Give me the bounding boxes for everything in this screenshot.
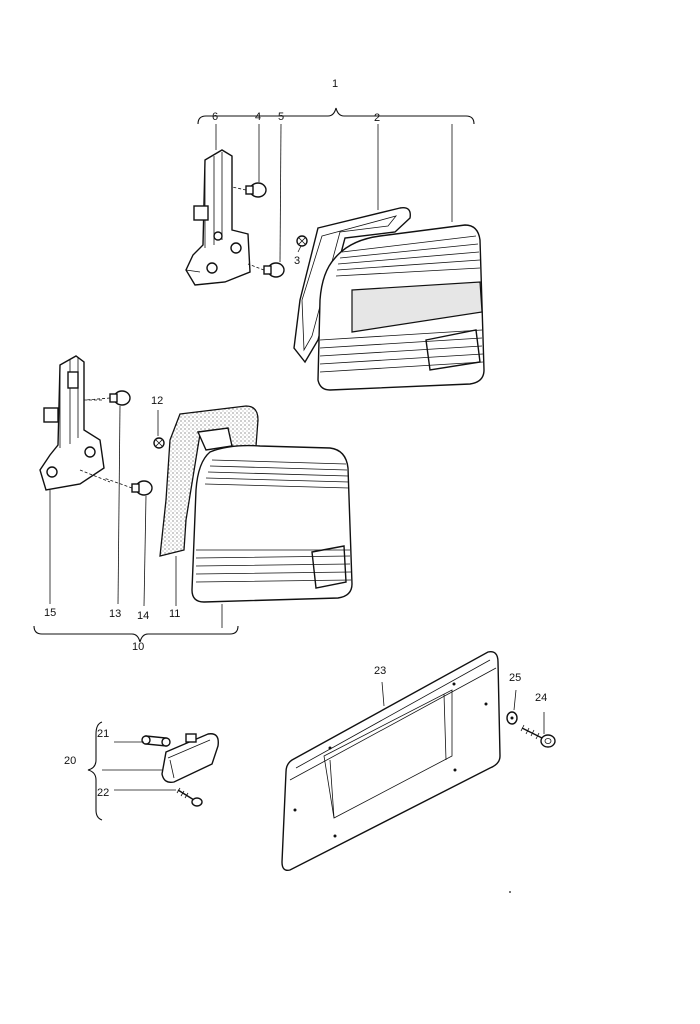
callout-12: 12 (151, 395, 163, 407)
bulb-13 (85, 390, 131, 406)
callout-15: 15 (44, 607, 56, 619)
nut-12 (153, 437, 165, 449)
bulb-holder-lower (39, 355, 111, 491)
screw-24 (520, 724, 556, 748)
screw-22 (176, 787, 203, 807)
bulb-holder-upper (185, 149, 251, 286)
plate-light-housing (161, 733, 219, 784)
bracket-assembly-20 (87, 721, 103, 821)
bulb-21 (141, 735, 171, 747)
callout-21: 21 (97, 728, 109, 740)
tail-lamp-lower (191, 444, 353, 603)
callout-11: 11 (169, 608, 180, 620)
bracket-assembly-10 (33, 625, 239, 643)
callout-14: 14 (137, 610, 149, 622)
tail-lamp-upper (317, 224, 485, 391)
callout-20: 20 (64, 755, 76, 767)
panel-23 (281, 651, 501, 872)
bulb-14 (103, 477, 153, 496)
bulb-4 (231, 182, 267, 198)
callout-23: 23 (374, 665, 386, 677)
callout-5: 5 (278, 111, 284, 123)
bulb-5 (247, 262, 285, 278)
callout-6: 6 (212, 111, 218, 123)
washer-25 (506, 711, 518, 725)
callout-24: 24 (535, 692, 547, 704)
callout-10: 10 (132, 641, 144, 653)
callout-25: 25 (509, 672, 521, 684)
callout-22: 22 (97, 787, 109, 799)
callout-1: 1 (332, 78, 338, 90)
callout-13: 13 (109, 608, 121, 620)
callout-2: 2 (374, 112, 380, 124)
leader-lines (49, 123, 545, 791)
bracket-assembly-1 (197, 107, 475, 125)
callout-3: 3 (294, 255, 300, 267)
nut-3 (296, 235, 308, 247)
callout-4: 4 (255, 111, 261, 123)
